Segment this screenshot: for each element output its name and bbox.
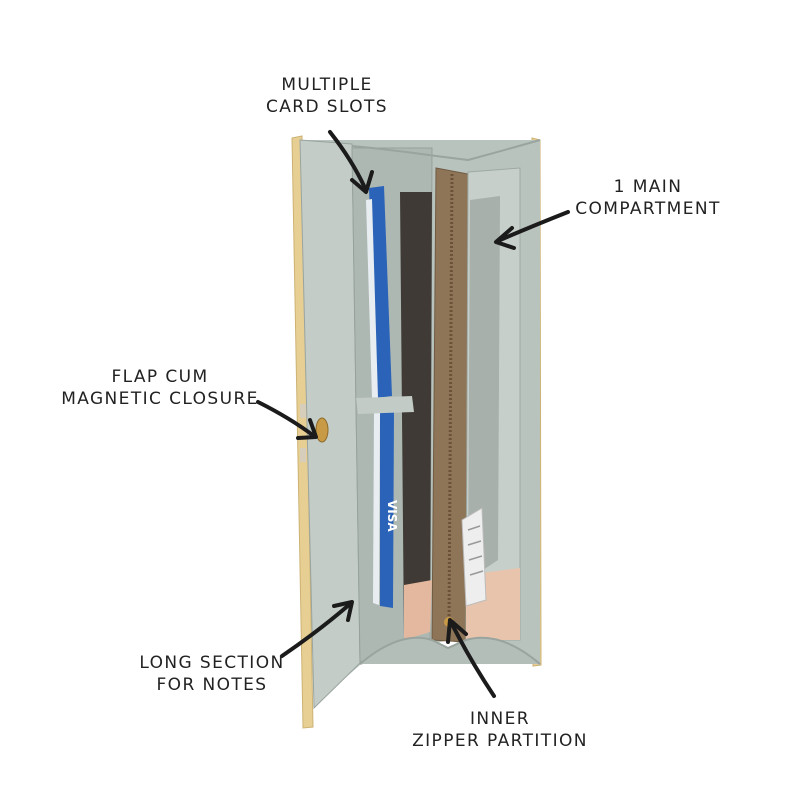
price-tag-icon	[461, 507, 487, 607]
magnetic-snap-icon	[300, 404, 329, 462]
arrow-icon	[494, 210, 570, 250]
callout-card-slots-line1: MULTIPLE	[281, 75, 373, 95]
callout-main-compartment-line1: 1 MAIN	[613, 177, 683, 197]
callout-zipper-partition: INNER ZIPPER PARTITION	[400, 708, 600, 752]
gusset-top	[351, 139, 541, 162]
callout-card-slots-line2: CARD SLOTS	[265, 97, 389, 117]
callout-main-compartment: 1 MAIN COMPARTMENT	[568, 176, 728, 220]
callout-main-compartment-line2: COMPARTMENT	[575, 199, 721, 219]
arrow-icon	[446, 618, 496, 698]
gusset-bottom	[359, 636, 541, 665]
callout-card-slots: MULTIPLE CARD SLOTS	[262, 74, 392, 118]
card-brand-text: VISA	[385, 500, 399, 532]
arrow-icon	[256, 400, 318, 440]
peach-lining-left	[404, 580, 432, 640]
inner-compartment-dark	[400, 192, 432, 640]
credit-card-upper	[366, 186, 392, 398]
callout-long-section: LONG SECTION FOR NOTES	[132, 652, 292, 696]
callout-flap-closure-line1: FLAP CUM	[111, 367, 209, 387]
callout-zipper-partition-line2: ZIPPER PARTITION	[412, 731, 588, 751]
arrow-icon	[280, 600, 354, 658]
main-compartment-shadow	[468, 196, 500, 580]
wallet-outer-edge	[291, 135, 314, 729]
callout-flap-closure-line2: MAGNETIC CLOSURE	[61, 389, 259, 409]
arrow-icon	[328, 130, 374, 194]
credit-card-lower	[373, 410, 394, 608]
callout-zipper-partition-line1: INNER	[469, 709, 530, 729]
card-slot-divider	[356, 396, 414, 414]
callout-flap-closure: FLAP CUM MAGNETIC CLOSURE	[60, 366, 260, 410]
callout-long-section-line2: FOR NOTES	[156, 675, 268, 695]
callout-long-section-line1: LONG SECTION	[139, 653, 285, 673]
